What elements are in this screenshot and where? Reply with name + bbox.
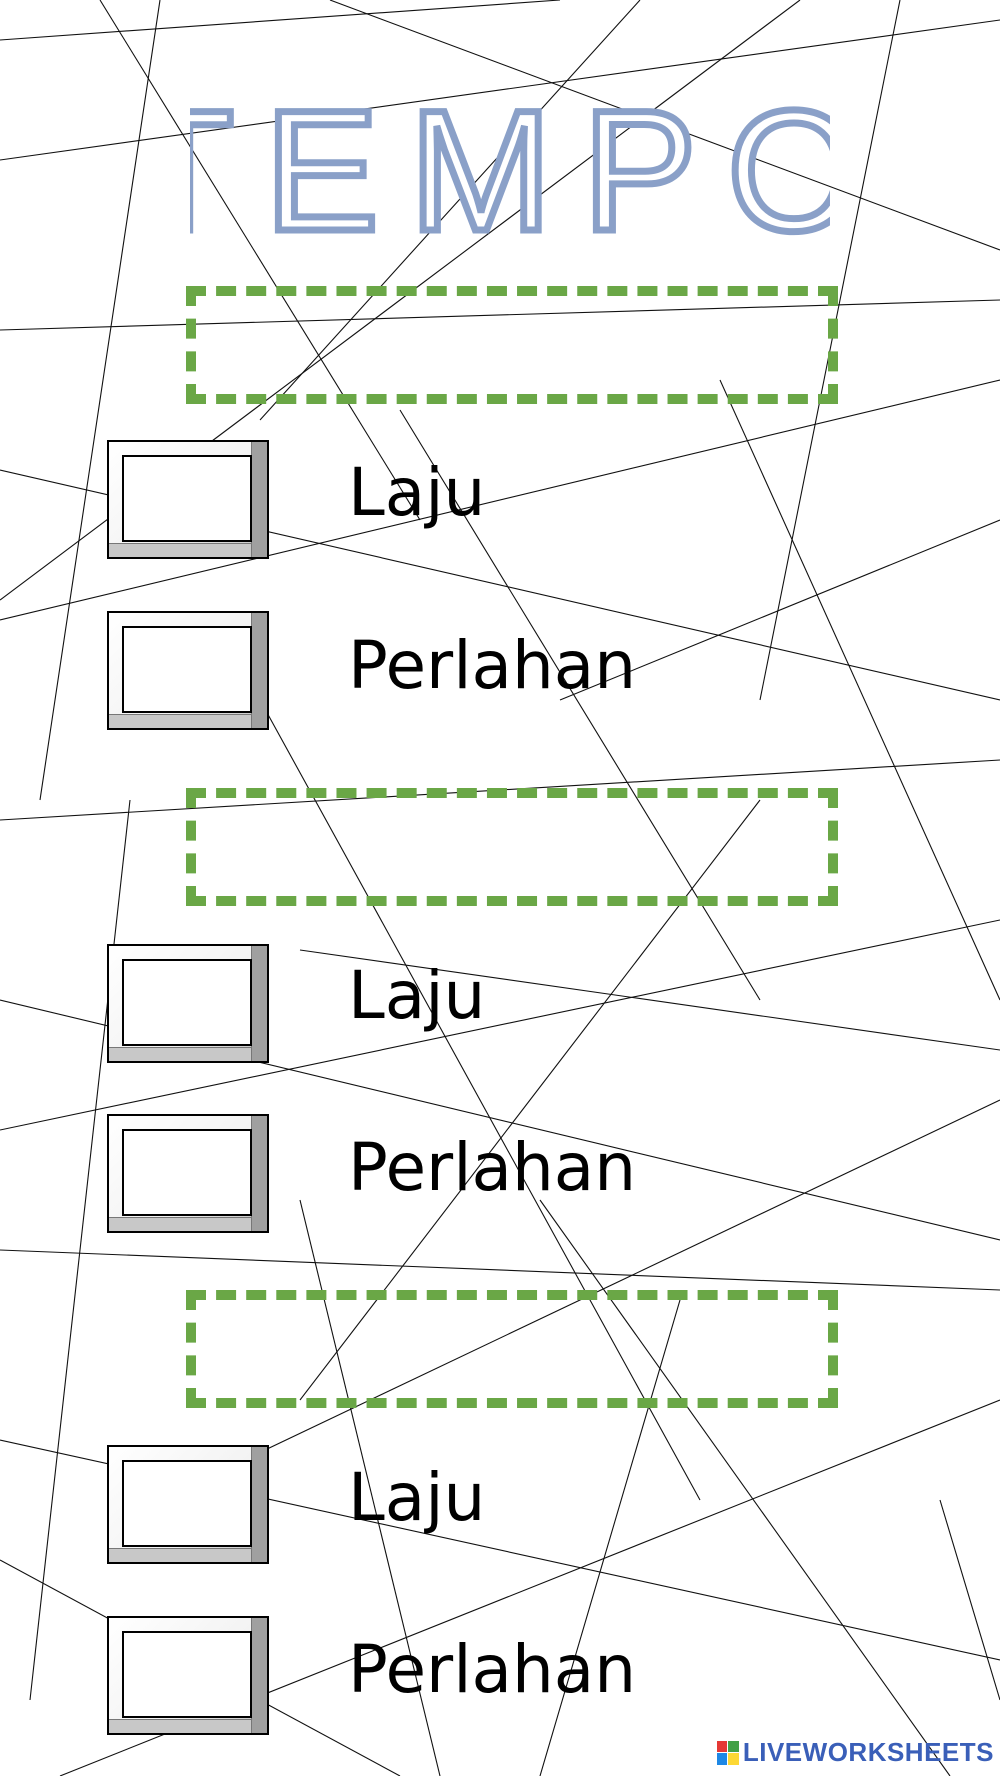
option-checkbox-3-2[interactable] [107, 1616, 269, 1735]
option-label-3-2: Perlahan [348, 1631, 637, 1708]
option-checkbox-2-1[interactable] [107, 944, 269, 1063]
option-label-2-2: Perlahan [348, 1129, 637, 1206]
option-label-2-1: Laju [348, 957, 486, 1034]
option-checkbox-3-1[interactable] [107, 1445, 269, 1564]
watermark-text: LIVEWORKSHEETS [742, 1737, 994, 1767]
option-label-3-1: Laju [348, 1459, 486, 1536]
answer-drop-zone-2[interactable] [186, 788, 838, 906]
option-checkbox-2-2[interactable] [107, 1114, 269, 1233]
option-checkbox-1-2[interactable] [107, 611, 269, 730]
option-label-1-2: Perlahan [348, 627, 637, 704]
liveworksheets-watermark: LIVEWORKSHEETS [716, 1737, 994, 1768]
answer-drop-zone-3[interactable] [186, 1290, 838, 1408]
option-checkbox-1-1[interactable] [107, 440, 269, 559]
liveworksheets-logo-icon [716, 1740, 739, 1765]
answer-drop-zone-1[interactable] [186, 286, 838, 404]
title-outline-text: TEMPO [126, 72, 865, 271]
option-label-1-1: Laju [348, 454, 486, 531]
worksheet-title: TEMPO [126, 72, 865, 271]
title-text: TEMPO [190, 82, 830, 252]
